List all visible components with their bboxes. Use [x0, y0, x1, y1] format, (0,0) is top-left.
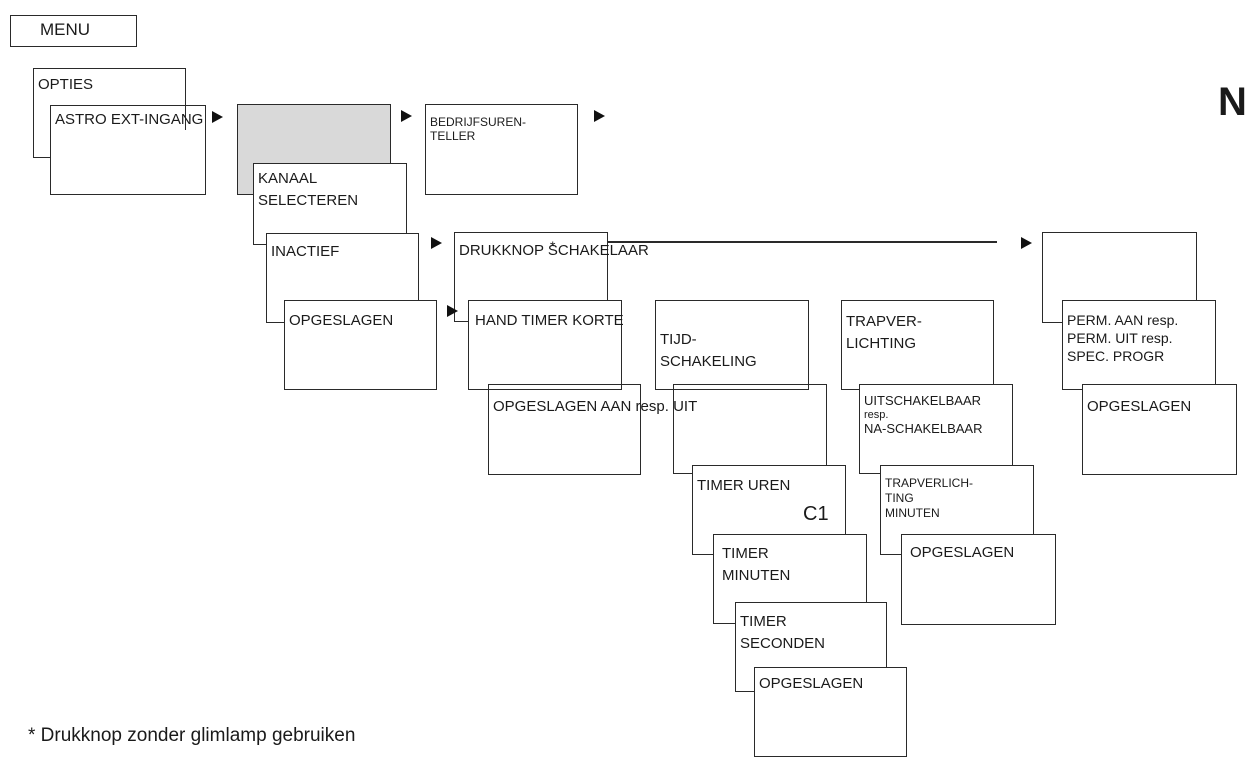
channel-label: C1: [803, 503, 829, 525]
timer-uren-label: TIMER UREN: [697, 477, 791, 494]
timer-minuten-line-1: TIMER: [722, 545, 769, 562]
perm-line-2: PERM. UIT resp.: [1067, 330, 1173, 346]
kanaal-line-2: SELECTEREN: [258, 192, 359, 209]
node-hand-timer-korte[interactable]: HAND TIMER KORTE: [468, 300, 624, 390]
menu-label: MENU: [40, 20, 91, 39]
kanaal-line-1: KANAAL: [258, 170, 318, 187]
node-kanaal-selecteren[interactable]: KANAAL SELECTEREN: [253, 163, 407, 245]
perm-line-3: SPEC. PROGR: [1067, 348, 1165, 364]
footnote: * Drukknop zonder glimlamp gebruiken: [28, 725, 356, 746]
node-opgeslagen-trap[interactable]: OPGESLAGEN: [901, 534, 1056, 625]
opgeslagen-aan-label: OPGESLAGEN AAN resp. UIT: [493, 398, 698, 415]
opgeslagen-trap-label: OPGESLAGEN: [910, 544, 1015, 561]
uitschakelbaar-line-2: resp.: [864, 409, 889, 421]
arrow-astro: [212, 111, 223, 123]
node-opgeslagen-timer[interactable]: OPGESLAGEN: [754, 667, 907, 757]
drukknop-label: DRUKKNOP SCHAKELAAR: [459, 242, 649, 259]
node-resp-uit-container: [673, 384, 827, 474]
node-opties-label: OPTIES: [38, 76, 94, 93]
opgeslagen-1-label: OPGESLAGEN: [289, 312, 394, 329]
node-opgeslagen-aan-resp-uit[interactable]: OPGESLAGEN AAN resp. UIT: [488, 384, 697, 475]
timer-seconden-line-2: SECONDEN: [740, 635, 826, 652]
node-uitschakelbaar[interactable]: UITSCHAKELBAAR resp. NA-SCHAKELBAAR: [859, 384, 1013, 474]
node-perm[interactable]: PERM. AAN resp. PERM. UIT resp. SPEC. PR…: [1062, 300, 1216, 390]
menu-box[interactable]: MENU: [10, 15, 137, 47]
arrow-bedrijfsuren: [594, 110, 605, 122]
trap-line-2: LICHTING: [846, 335, 917, 352]
edge-glyph: N: [1218, 80, 1245, 124]
hand-timer-label: HAND TIMER KORTE: [475, 312, 624, 329]
perm-line-1: PERM. AAN resp.: [1067, 312, 1179, 328]
trapmin-line-2: TING: [885, 491, 914, 505]
opgeslagen-timer-label: OPGESLAGEN: [759, 675, 864, 692]
trapmin-line-1: TRAPVERLICH-: [885, 476, 974, 490]
arrow-grey: [401, 110, 412, 122]
node-opgeslagen-perm[interactable]: OPGESLAGEN: [1082, 384, 1237, 475]
arrow-drukknop: [1021, 237, 1032, 249]
node-bedrijfsuren-teller[interactable]: BEDRIJFSUREN- TELLER: [425, 104, 578, 195]
arrow-inactief: [431, 237, 442, 249]
trap-line-1: TRAPVER-: [846, 313, 922, 330]
asterisk-mark: *: [550, 238, 556, 254]
tijd-line-2: SCHAKELING: [660, 353, 757, 370]
bedrijfsuren-line-1: BEDRIJFSUREN-: [430, 115, 527, 129]
tijd-line-1: TIJD-: [660, 331, 697, 348]
uitschakelbaar-line-3: NA-SCHAKELBAAR: [864, 421, 983, 436]
timer-seconden-line-1: TIMER: [740, 613, 787, 630]
node-astro-ext-ingang[interactable]: ASTRO EXT-INGANG: [50, 105, 206, 195]
bedrijfsuren-line-2: TELLER: [430, 129, 476, 143]
trapmin-line-3: MINUTEN: [885, 506, 940, 520]
astro-fill: [51, 130, 205, 194]
node-tijd-schakeling[interactable]: TIJD- SCHAKELING: [655, 300, 809, 390]
node-opgeslagen-1[interactable]: OPGESLAGEN: [284, 300, 437, 390]
drukknop-connector-line: [608, 241, 997, 243]
node-astro-label: ASTRO EXT-INGANG: [55, 111, 204, 128]
arrow-opgeslagen-1: [447, 305, 458, 317]
node-trapverlichting[interactable]: TRAPVER- LICHTING: [841, 300, 994, 390]
inactief-label: INACTIEF: [271, 243, 340, 260]
opgeslagen-perm-label: OPGESLAGEN: [1087, 398, 1192, 415]
timer-minuten-line-2: MINUTEN: [722, 567, 791, 584]
uitschakelbaar-line-1: UITSCHAKELBAAR: [864, 393, 982, 408]
